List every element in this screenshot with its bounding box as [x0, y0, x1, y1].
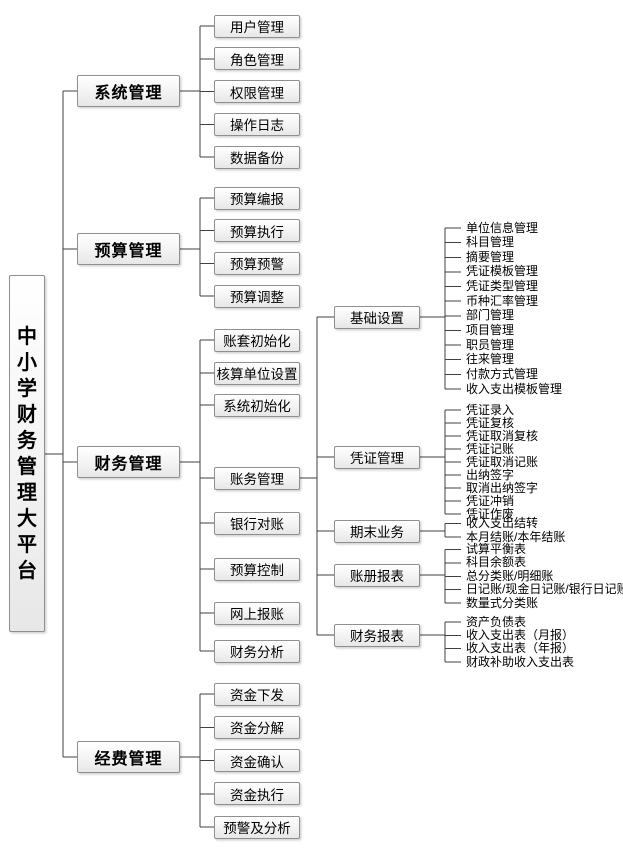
level2-node: 账套初始化	[214, 328, 300, 352]
level1-node-0: 系统管理	[77, 75, 180, 107]
level2-node-label: 预算编报	[230, 192, 284, 207]
leaf-node: 摘要管理	[466, 249, 515, 264]
level2-node: 预算调整	[214, 284, 300, 308]
leaf-node: 收入支出表（月报）	[466, 627, 575, 642]
leaf-node: 凭证作废	[466, 506, 515, 521]
level2-node-label: 用户管理	[230, 20, 284, 35]
leaf-node: 收入支出结转	[466, 516, 539, 530]
level3-node-label: 凭证管理	[350, 451, 404, 466]
level2-node-label: 预警及分析	[223, 821, 291, 836]
level2-node-label: 银行对账	[230, 517, 284, 532]
leaf-node: 凭证类型管理	[466, 279, 539, 294]
level2-node-label: 核算单位设置	[216, 367, 298, 382]
level3-node: 凭证管理	[334, 445, 420, 469]
leaf-node: 凭证取消复核	[466, 428, 539, 443]
level2-node: 系统初始化	[214, 393, 300, 417]
level2-node: 用户管理	[214, 14, 300, 38]
leaf-node: 科目管理	[466, 235, 515, 250]
level2-node-label: 资金分解	[230, 721, 284, 737]
leaf-node: 凭证录入	[466, 402, 515, 417]
leaf-node: 凭证模板管理	[466, 264, 539, 279]
leaf-node: 财政补助收入支出表	[466, 654, 575, 669]
level1-node-2-label: 财务管理	[94, 456, 163, 473]
level2-node: 银行对账	[214, 511, 300, 535]
level2-node: 资金确认	[214, 749, 300, 772]
level1-node-3-label: 经费管理	[94, 751, 163, 768]
level2-node: 核算单位设置	[214, 361, 300, 385]
leaf-node: 凭证取消记账	[466, 454, 539, 469]
level2-node-label: 数据备份	[230, 151, 284, 166]
leaf-node: 总分类账/明细账	[466, 568, 554, 583]
leaf-node: 职员管理	[466, 337, 515, 352]
level2-node-label: 角色管理	[230, 52, 284, 68]
level2-node: 资金执行	[214, 782, 300, 806]
level2-node-label: 操作日志	[230, 118, 284, 134]
leaf-node: 取消出纳签字	[466, 480, 539, 495]
leaf-node: 项目管理	[466, 322, 515, 337]
level2-node-label: 系统初始化	[223, 399, 291, 414]
level2-node-label: 资金下发	[230, 688, 284, 703]
level2-node-label: 财务分析	[230, 645, 284, 660]
level3-node-label: 账册报表	[350, 569, 404, 584]
leaf-node: 试算平衡表	[466, 542, 527, 556]
level2-node: 财务分析	[214, 639, 300, 663]
leaf-node: 本月结账/本年结账	[466, 529, 566, 544]
level2-node: 资金下发	[214, 682, 300, 706]
level3-node: 财务报表	[334, 623, 420, 647]
leaf-node: 单位信息管理	[466, 220, 539, 235]
level3-node: 账册报表	[334, 563, 420, 587]
level2-node-label: 预算预警	[230, 257, 284, 273]
level1-node-2: 财务管理	[77, 446, 180, 478]
level2-node: 预算执行	[214, 219, 300, 243]
level2-node-label: 权限管理	[230, 85, 284, 101]
leaf-node: 收入支出模板管理	[466, 381, 563, 396]
level2-node: 账务管理	[214, 466, 300, 490]
level2-node-label: 网上报账	[230, 607, 284, 622]
level2-node: 预警及分析	[214, 815, 300, 839]
level3-node-label: 基础设置	[350, 311, 404, 326]
level2-node-label: 账套初始化	[223, 334, 291, 349]
leaf-node: 收入支出表（年报）	[466, 641, 575, 656]
level1-node-3: 经费管理	[77, 741, 180, 773]
leaf-node: 付款方式管理	[466, 366, 539, 381]
level2-node-label: 预算控制	[230, 563, 284, 578]
leaf-node: 凭证记账	[466, 441, 515, 456]
leaf-node: 往来管理	[466, 352, 515, 367]
level2-node-label: 资金确认	[230, 754, 284, 770]
level2-node: 数据备份	[214, 145, 300, 169]
level2-node: 网上报账	[214, 601, 300, 625]
level3-node: 期末业务	[334, 519, 420, 543]
level2-node-label: 预算执行	[230, 224, 284, 240]
leaf-node: 资产负债表	[466, 614, 527, 629]
level3-node-label: 财务报表	[350, 629, 404, 644]
level2-node: 角色管理	[214, 47, 300, 71]
leaf-node: 凭证冲销	[466, 493, 515, 508]
level2-node: 预算控制	[214, 557, 300, 581]
leaf-node: 币种汇率管理	[466, 293, 539, 308]
leaf-node: 数量式分类账	[466, 595, 539, 610]
level1-node-1: 预算管理	[77, 233, 180, 265]
level3-node-label: 期末业务	[350, 525, 404, 540]
leaf-node: 部门管理	[466, 308, 515, 323]
root-node-label: 中小学财务管理大平台	[17, 325, 37, 582]
leaf-node: 科目余额表	[466, 555, 527, 570]
level2-node: 操作日志	[214, 112, 300, 136]
level2-node-label: 账务管理	[230, 472, 284, 487]
leaf-node: 日记账/现金日记账/银行日记账	[466, 582, 623, 597]
level2-node: 预算编报	[214, 186, 300, 210]
level2-node: 权限管理	[214, 80, 300, 103]
root-node: 中小学财务管理大平台	[9, 275, 45, 632]
leaf-node: 出纳签字	[466, 467, 515, 482]
level2-node: 预算预警	[214, 251, 300, 275]
level2-node: 资金分解	[214, 715, 300, 739]
level2-node-label: 预算调整	[230, 290, 284, 305]
level1-node-1-label: 预算管理	[94, 243, 163, 260]
level2-node-label: 资金执行	[230, 787, 284, 803]
leaf-node: 凭证复核	[466, 415, 515, 430]
level1-node-0-label: 系统管理	[94, 85, 163, 102]
level3-node: 基础设置	[334, 305, 420, 329]
